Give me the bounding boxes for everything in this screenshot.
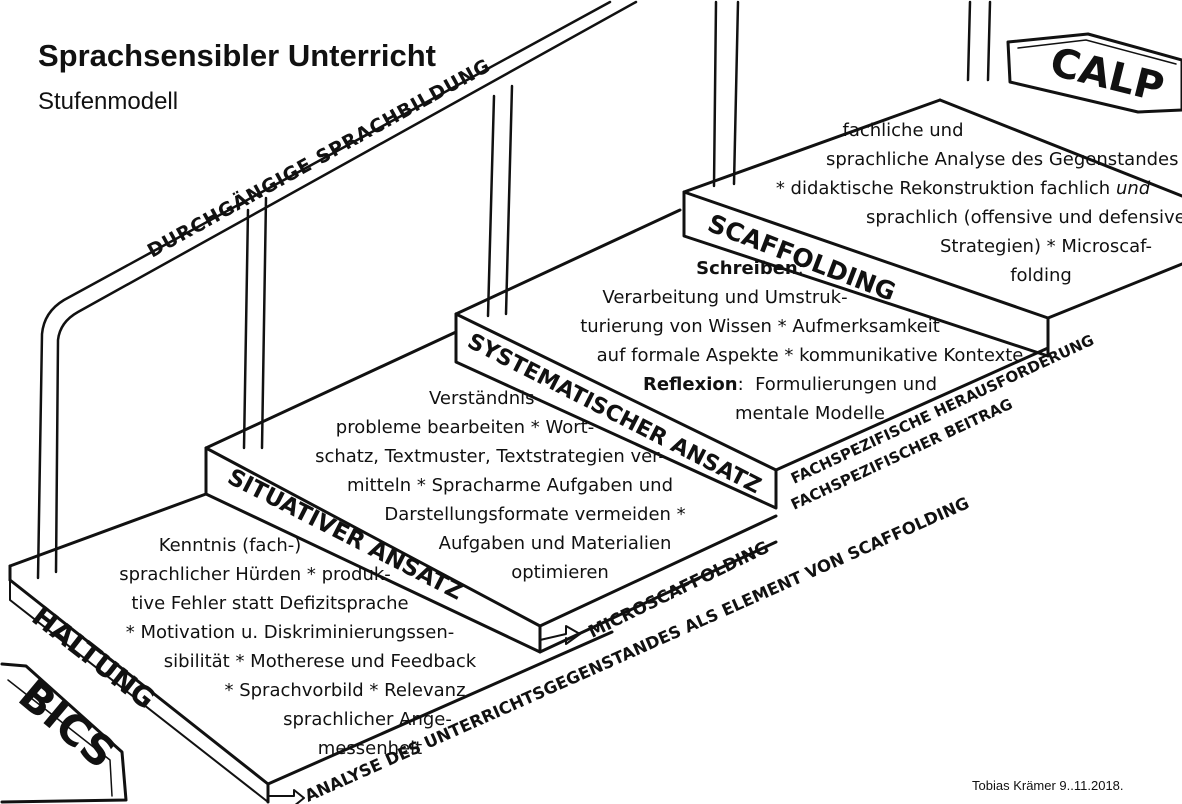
railing-label: DURCHGÄNGIGE SPRACHBILDUNG (143, 53, 495, 263)
text-line: Verarbeitung und Umstruk- (602, 287, 848, 308)
text-line: Darstellungsformate vermeiden * (384, 504, 686, 525)
text-line: schatz, Textmuster, Textstrategien ver- (315, 446, 665, 467)
text-line: Aufgaben und Materialien (438, 533, 672, 554)
text-line: mentale Modelle (734, 403, 886, 424)
text-line: sprachliche Analyse des Gegenstandes (826, 149, 1179, 170)
colon: : (737, 374, 744, 395)
author-credit: Tobias Krämer 9..11.2018. (972, 778, 1124, 793)
text-line: * didaktische Rekonstruktion fachlich un… (750, 174, 1176, 203)
text-line: Reflexion: Formulierungen und (520, 370, 1060, 399)
step-systematisch (454, 208, 1050, 510)
emphasis: und (1115, 178, 1151, 199)
analysis-arrow (267, 789, 305, 804)
text-line: sprachlicher Ange- (283, 709, 452, 730)
text-line: fachliche und (842, 120, 964, 141)
text-line: Schreiben: (440, 254, 1060, 283)
bics-mat (0, 662, 128, 804)
step-haltung (8, 492, 614, 804)
text-line: optimieren (511, 562, 609, 583)
text-line: auf formale Aspekte * kommunikative Kont… (596, 345, 1024, 366)
text-line: Verständnis- (429, 388, 541, 409)
colon: : (797, 258, 804, 279)
text-line: * Motivation u. Diskriminierungssen- (125, 622, 455, 643)
page-subtitle: Stufenmodell (38, 88, 179, 115)
text-line: messenheit (317, 738, 423, 759)
text-line: probleme bearbeiten * Wort- (335, 417, 595, 438)
reflexion-heading: Reflexion (642, 374, 738, 395)
handrail (36, 0, 992, 580)
step-text-situativ: Verständnis- probleme bearbeiten * Wort-… (270, 384, 690, 587)
page-title: Sprachsensibler Unterricht (38, 38, 436, 73)
step-text-haltung: Kenntnis (fach-) sprachlicher Hürden * p… (40, 531, 520, 763)
step-text-systematisch: Schreiben: Verarbeitung und Umstruk- tur… (520, 254, 1060, 428)
text-fragment: Formulierungen und (743, 374, 938, 395)
text-line: sprachlich (offensive und defensive (866, 207, 1182, 228)
text-line: sibilität * Motherese und Feedback (163, 651, 477, 672)
calp-mat (1006, 32, 1182, 114)
text-line: * Sprachvorbild * Relevanz (224, 680, 466, 701)
text-line: mitteln * Spracharme Aufgaben und (347, 475, 673, 496)
text-line: turierung von Wissen * Aufmerksamkeit (580, 316, 940, 337)
text-line: tive Fehler statt Defizitsprache (131, 593, 409, 614)
text-line: sprachlicher Hürden * produk- (119, 564, 391, 585)
text-line: Kenntnis (fach-) (158, 535, 302, 556)
step-scaffolding (682, 98, 1182, 358)
text-line: folding (1010, 265, 1072, 286)
text-line: Strategien) * Microscaf- (939, 236, 1153, 257)
step-text-scaffolding: fachliche und sprachliche Analyse des Ge… (730, 116, 1182, 290)
text-fragment: * didaktische Rekonstruktion fachlich (775, 178, 1116, 199)
microscaffolding-arrow (539, 625, 581, 645)
schreiben-heading: Schreiben (696, 258, 798, 279)
